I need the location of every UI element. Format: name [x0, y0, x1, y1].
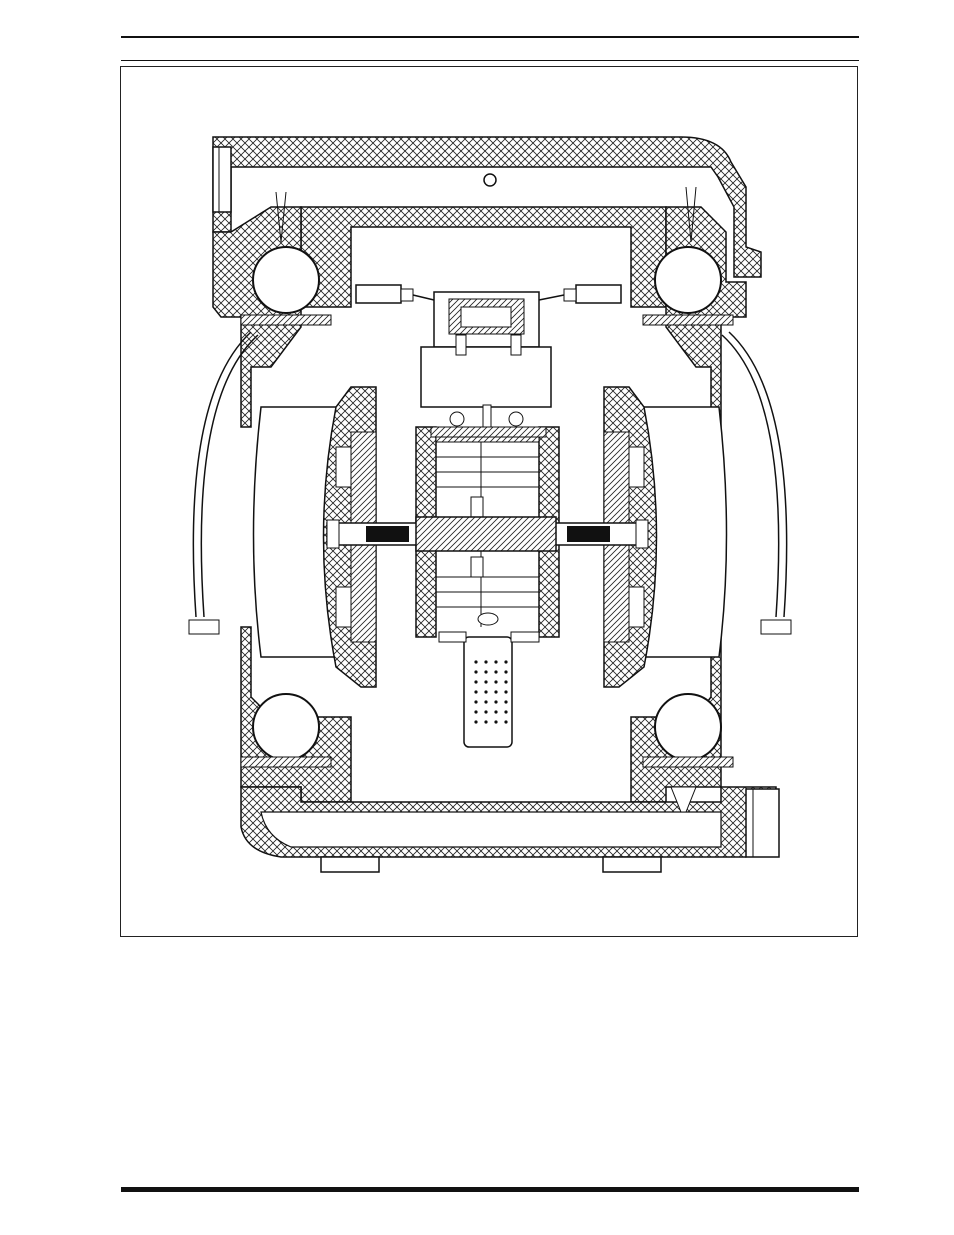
- left-shaft-seal: [366, 526, 409, 542]
- left-check-ball-lower: [253, 694, 319, 760]
- footer-rule: [121, 1187, 859, 1192]
- left-check-ball-upper: [253, 247, 319, 313]
- air-valve: [421, 292, 551, 437]
- pump-cross-section-diagram: [121, 67, 859, 938]
- header-rule-thick: [121, 36, 859, 38]
- figure-frame: [120, 66, 858, 937]
- muffler: [439, 613, 539, 747]
- left-pilot-valve: [356, 285, 401, 303]
- right-shaft-seal: [567, 526, 610, 542]
- header-rule-thin: [121, 60, 859, 61]
- right-pilot-valve: [576, 285, 621, 303]
- right-check-ball-upper: [655, 247, 721, 313]
- right-check-ball-lower: [655, 694, 721, 760]
